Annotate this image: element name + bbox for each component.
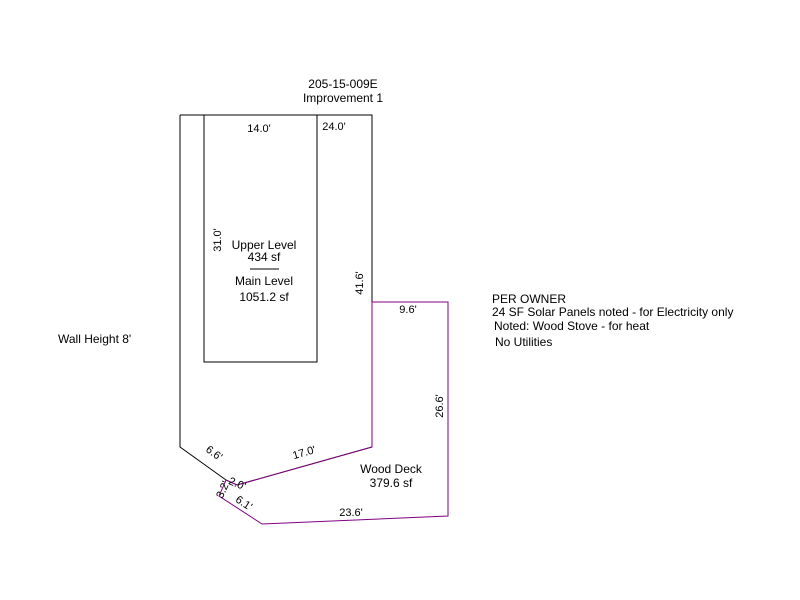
dim-deck-bottom-left: 6.1' <box>233 494 254 514</box>
dim-top-outer: 24.0' <box>322 121 346 133</box>
main-level-area: 1051.2 sf <box>239 290 289 304</box>
dim-right-wall: 41.6' <box>354 271 366 295</box>
upper-level-label: Upper Level <box>232 238 297 252</box>
dim-bottom-right: 17.0' <box>291 444 317 462</box>
parcel-id: 205-15-009E <box>308 77 377 91</box>
upper-level-area: 434 sf <box>248 250 281 264</box>
improvement-label: Improvement 1 <box>303 91 383 105</box>
main-level-label: Main Level <box>235 274 293 288</box>
dim-deck-right: 26.6' <box>434 394 446 418</box>
notes-title: PER OWNER <box>492 292 566 306</box>
notes-line-2: Noted: Wood Stove - for heat <box>494 319 650 333</box>
wood-deck-outline <box>218 301 449 525</box>
notes-line-1: 24 SF Solar Panels noted - for Electrici… <box>492 305 733 319</box>
dim-inner-height: 31.0' <box>212 228 224 252</box>
dim-deck-top: 9.6' <box>399 304 416 316</box>
dim-deck-bottom: 23.6' <box>339 507 363 519</box>
wood-deck-area: 379.6 sf <box>370 476 413 490</box>
wall-height-label: Wall Height 8' <box>58 332 131 346</box>
wood-deck-label: Wood Deck <box>360 462 423 476</box>
upper-level-outline <box>203 114 318 363</box>
dim-top-inner: 14.0' <box>247 123 271 135</box>
dim-bottom-left: 6.6' <box>203 444 224 464</box>
notes-line-3: No Utilities <box>495 335 552 349</box>
